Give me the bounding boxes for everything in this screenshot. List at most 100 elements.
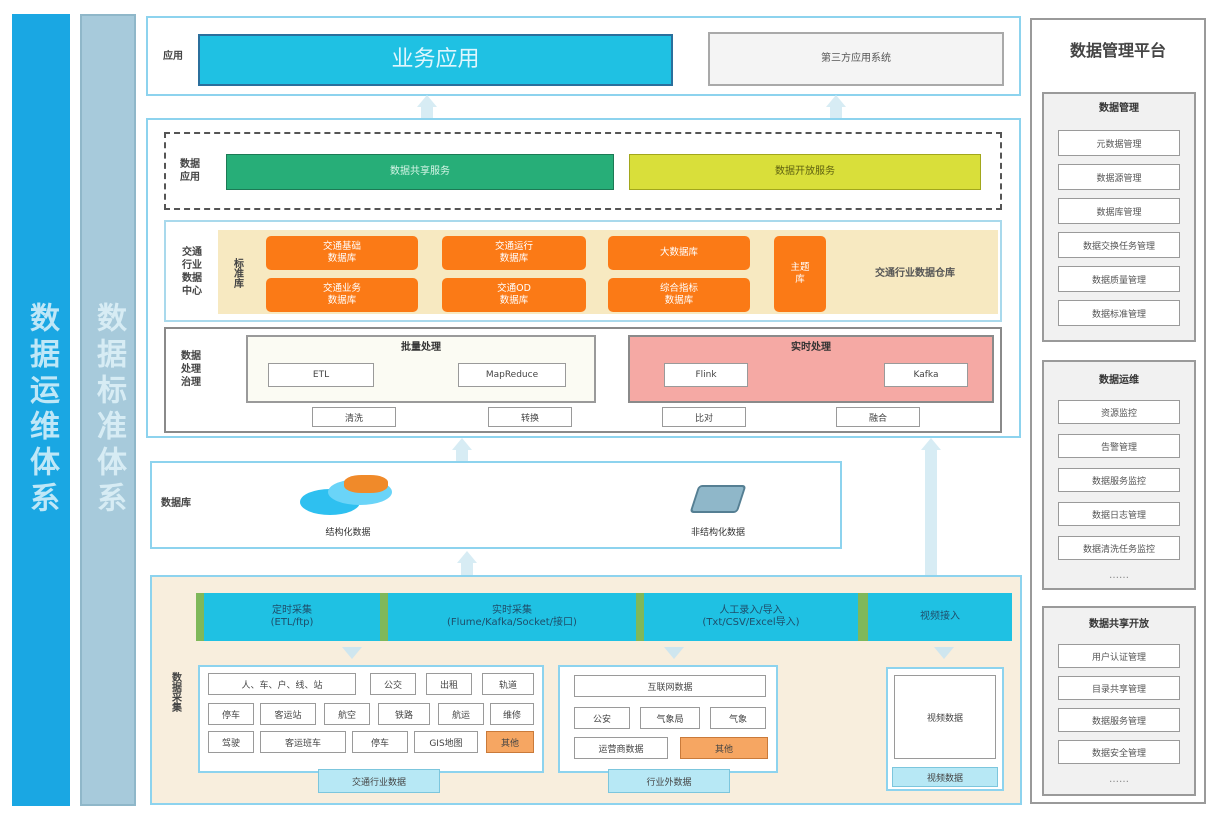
platform-item[interactable]: 数据交换任务管理 — [1058, 232, 1180, 258]
platform-item[interactable]: 用户认证管理 — [1058, 644, 1180, 668]
arrow-up-icon — [417, 95, 437, 107]
external-cell[interactable]: 气象 — [710, 707, 766, 729]
traffic-center-label: 交通 行业 数据 中心 — [182, 247, 202, 297]
data-processing-layer: 数据 处理 治理 批量处理 ETL MapReduce 实时处理 Flink K… — [164, 327, 1002, 433]
traffic-data-center: 交通 行业 数据 中心 标准库 交通基础 数据库 交通运行 数据库 大数据库 交… — [164, 220, 1002, 322]
external-cell[interactable]: 气象局 — [640, 707, 700, 729]
arrow-up-icon — [457, 551, 477, 563]
video-data: 视频数据 视频数据 — [886, 667, 1004, 791]
traffic-db[interactable]: 交通基础 数据库 — [266, 236, 418, 270]
platform-item[interactable]: 数据清洗任务监控 — [1058, 536, 1180, 560]
traffic-db[interactable]: 交通运行 数据库 — [442, 236, 586, 270]
grid-cell[interactable]: GIS地图 — [414, 731, 478, 753]
data-sharing-system[interactable]: 数据共享服务 — [226, 154, 614, 190]
grid-cell[interactable]: 轨道 — [482, 673, 534, 695]
video-footer[interactable]: 视频数据 — [892, 767, 998, 787]
traffic-db[interactable]: 综合指标 数据库 — [608, 278, 750, 312]
standard-system-bar: 数据标准体系 — [80, 14, 136, 806]
arrow-up-icon — [664, 647, 684, 659]
arrow-stem — [456, 448, 468, 462]
data-open-service[interactable]: 数据开放服务 — [629, 154, 981, 190]
platform-item[interactable]: 资源监控 — [1058, 400, 1180, 424]
traffic-db[interactable]: 交通OD 数据库 — [442, 278, 586, 312]
realtime-title: 实时处理 — [791, 341, 831, 353]
arrow-up-icon — [826, 95, 846, 107]
standard-library-label: 标准库 — [231, 258, 243, 288]
traffic-industry-footer[interactable]: 交通行业数据 — [318, 769, 440, 793]
external-cell-other[interactable]: 其他 — [680, 737, 768, 759]
processing-tag[interactable]: 比对 — [662, 407, 746, 427]
arrow-stem — [461, 562, 473, 576]
grid-cell[interactable]: 航空 — [324, 703, 370, 725]
grid-cell[interactable]: 驾驶 — [208, 731, 254, 753]
external-industry-data: 互联网数据 公安 气象局 气象 运营商数据 其他 — [558, 665, 778, 773]
processing-tag[interactable]: 转换 — [488, 407, 572, 427]
external-top[interactable]: 互联网数据 — [574, 675, 766, 697]
realtime-item[interactable]: Kafka — [884, 363, 968, 387]
grid-cell[interactable]: 人、车、户、线、站 — [208, 673, 356, 695]
topic-library[interactable]: 主题 库 — [774, 236, 826, 312]
ops-system-bar: 数据运维体系 — [12, 14, 70, 806]
traffic-db[interactable]: 大数据库 — [608, 236, 750, 270]
processing-label: 数据 处理 治理 — [181, 350, 201, 388]
traffic-db[interactable]: 交通业务 数据库 — [266, 278, 418, 312]
platform-item[interactable]: 数据标准管理 — [1058, 300, 1180, 326]
grid-cell[interactable]: 航运 — [438, 703, 484, 725]
server-icon — [689, 485, 747, 513]
processing-tag[interactable]: 融合 — [836, 407, 920, 427]
grid-cell[interactable]: 维修 — [490, 703, 534, 725]
platform-item[interactable]: 数据服务管理 — [1058, 708, 1180, 732]
collection-label: 数据采集 — [169, 672, 181, 712]
platform-group: 数据共享开放 用户认证管理 目录共享管理 数据服务管理 数据安全管理 …… — [1042, 606, 1196, 796]
collection-methods: 定时采集 (ETL/ftp) 实时采集 (Flume/Kafka/Socket/… — [196, 593, 1012, 641]
batch-item[interactable]: MapReduce — [458, 363, 566, 387]
platform-item[interactable]: 数据安全管理 — [1058, 740, 1180, 764]
grid-cell[interactable]: 铁路 — [378, 703, 430, 725]
video-main[interactable]: 视频数据 — [894, 675, 996, 759]
arrow-up-icon — [452, 438, 472, 450]
grid-cell-other[interactable]: 其他 — [486, 731, 534, 753]
external-industry-footer[interactable]: 行业外数据 — [608, 769, 730, 793]
processing-tag[interactable]: 清洗 — [312, 407, 396, 427]
grid-cell[interactable]: 停车 — [352, 731, 408, 753]
database-icon — [300, 475, 396, 521]
traffic-industry-data: 人、车、户、线、站 公交 出租 轨道 停车 客运站 航空 铁路 航运 维修 驾驶… — [198, 665, 544, 773]
platform-item[interactable]: 目录共享管理 — [1058, 676, 1180, 700]
grid-cell[interactable]: 出租 — [426, 673, 472, 695]
group-title: 数据管理 — [1099, 102, 1139, 114]
batch-item[interactable]: ETL — [268, 363, 374, 387]
application-layer: 应用 业务应用 第三方应用系统 — [146, 16, 1021, 96]
data-warehouse[interactable]: 交通行业数据仓库 — [875, 267, 955, 279]
collection-method[interactable]: 视频接入 — [920, 610, 960, 622]
grid-cell[interactable]: 公交 — [370, 673, 416, 695]
storage-label: 数据库 — [161, 497, 191, 509]
platform-item[interactable]: 数据日志管理 — [1058, 502, 1180, 526]
platform-group: 数据管理 元数据管理 数据源管理 数据库管理 数据交换任务管理 数据质量管理 数… — [1042, 92, 1196, 342]
external-cell[interactable]: 运营商数据 — [574, 737, 668, 759]
data-service-label: 数据 应用 — [180, 159, 200, 183]
platform-item[interactable]: 数据库管理 — [1058, 198, 1180, 224]
grid-cell[interactable]: 停车 — [208, 703, 254, 725]
platform-item[interactable]: 告警管理 — [1058, 434, 1180, 458]
external-cell[interactable]: 公安 — [574, 707, 630, 729]
platform-title: 数据管理平台 — [1069, 41, 1166, 60]
collection-method[interactable]: 人工录入/导入 (Txt/CSV/Excel导入) — [702, 604, 800, 629]
third-party-application[interactable]: 第三方应用系统 — [708, 32, 1004, 86]
grid-cell[interactable]: 客运班车 — [260, 731, 346, 753]
collection-method[interactable]: 实时采集 (Flume/Kafka/Socket/接口) — [447, 604, 577, 629]
collection-method[interactable]: 定时采集 (ETL/ftp) — [270, 604, 314, 629]
data-management-platform: 数据管理平台 数据管理 元数据管理 数据源管理 数据库管理 数据交换任务管理 数… — [1030, 18, 1206, 804]
realtime-item[interactable]: Flink — [664, 363, 748, 387]
grid-cell[interactable]: 客运站 — [260, 703, 316, 725]
platform-item[interactable]: 数据质量管理 — [1058, 266, 1180, 292]
platform-item[interactable]: 元数据管理 — [1058, 130, 1180, 156]
arrow-up-icon — [342, 647, 362, 659]
arrow-stem — [925, 450, 937, 576]
business-application[interactable]: 业务应用 — [198, 34, 673, 86]
collection-layer: 数据采集 定时采集 (ETL/ftp) 实时采集 (Flume/Kafka/So… — [150, 575, 1022, 805]
platform-item[interactable]: 数据源管理 — [1058, 164, 1180, 190]
platform-item[interactable]: 数据服务监控 — [1058, 468, 1180, 492]
ellipsis: …… — [1109, 569, 1129, 581]
group-title: 数据共享开放 — [1089, 618, 1149, 630]
ellipsis: …… — [1109, 773, 1129, 785]
